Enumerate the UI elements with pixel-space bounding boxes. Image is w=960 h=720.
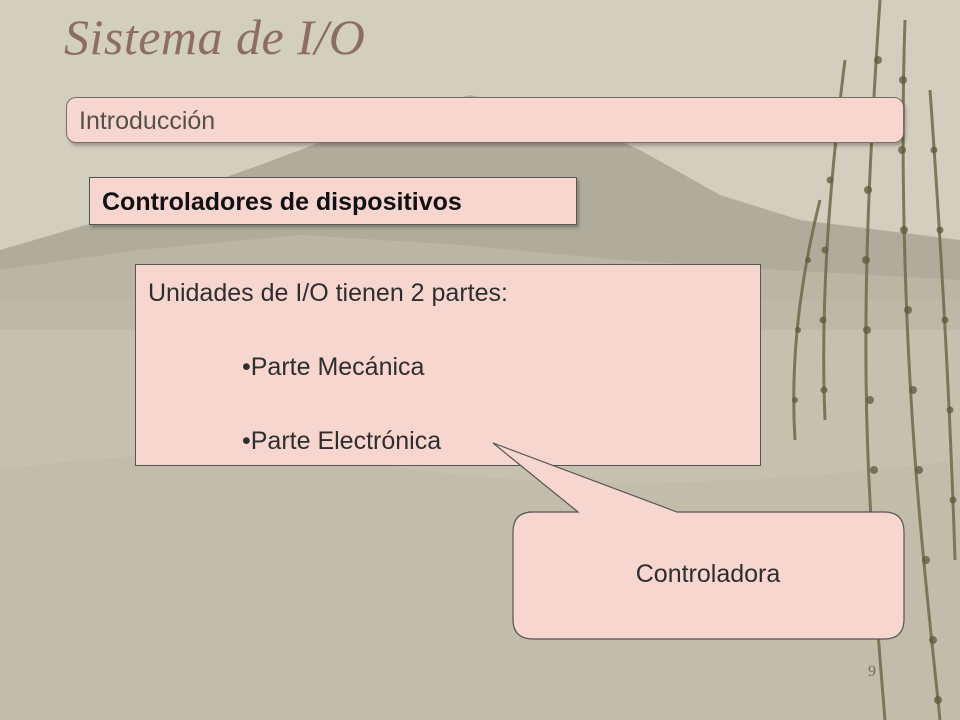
bullet-mecanica: •Parte Mecánica [242,353,425,381]
content-box: Unidades de I/O tienen 2 partes: •Parte … [135,264,761,466]
callout-label: Controladora [635,560,781,588]
content-heading: Unidades de I/O tienen 2 partes: [148,279,508,307]
bullet-electronica: •Parte Electrónica [242,427,442,455]
section-heading-box: Controladores de dispositivos [89,177,577,225]
intro-bar: Introducción [66,97,904,143]
page-number: 9 [868,663,876,680]
slide-title: Sistema de I/O [64,9,366,65]
intro-label: Introducción [79,107,216,135]
section-heading: Controladores de dispositivos [102,188,462,216]
